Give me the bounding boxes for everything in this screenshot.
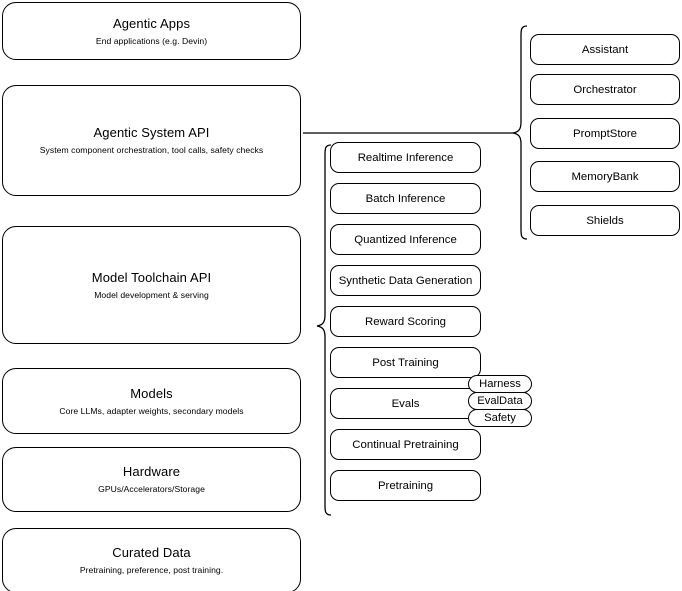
layer-title: Model Toolchain API xyxy=(91,269,212,285)
evals-subitem-label: EvalData xyxy=(477,394,523,407)
layer-title: Models xyxy=(130,385,173,401)
layer-subtitle: End applications (e.g. Devin) xyxy=(95,35,208,46)
capability-post-training[interactable]: Post Training xyxy=(330,347,481,378)
toolchain-brace xyxy=(316,144,332,516)
layer-subtitle: Core LLMs, adapter weights, secondary mo… xyxy=(59,405,244,416)
capability-label: Pretraining xyxy=(377,479,434,492)
evals-subitem-harness[interactable]: Harness xyxy=(468,375,532,393)
capability-label: Synthetic Data Generation xyxy=(338,274,473,287)
component-label: MemoryBank xyxy=(571,170,639,183)
capability-continual-pretraining[interactable]: Continual Pretraining xyxy=(330,429,481,460)
capability-label: Continual Pretraining xyxy=(352,438,459,451)
layer-agentic-apps[interactable]: Agentic Apps End applications (e.g. Devi… xyxy=(2,2,301,60)
layer-subtitle: Pretraining, preference, post training. xyxy=(79,565,224,575)
component-label: PromptStore xyxy=(573,127,637,140)
evals-subitem-label: Harness xyxy=(479,377,521,390)
layer-title: Curated Data xyxy=(112,545,191,560)
component-promptstore[interactable]: PromptStore xyxy=(530,118,680,149)
capability-synthetic-data-generation[interactable]: Synthetic Data Generation xyxy=(330,265,481,296)
capability-evals[interactable]: Evals xyxy=(330,388,481,419)
capability-batch-inference[interactable]: Batch Inference xyxy=(330,183,481,214)
component-memorybank[interactable]: MemoryBank xyxy=(530,161,680,192)
agentic-system-brace xyxy=(512,25,528,240)
capability-realtime-inference[interactable]: Realtime Inference xyxy=(330,142,481,173)
capability-label: Reward Scoring xyxy=(364,315,447,328)
layer-subtitle: System component orchestration, tool cal… xyxy=(39,145,264,155)
capability-reward-scoring[interactable]: Reward Scoring xyxy=(330,306,481,337)
capability-label: Evals xyxy=(391,397,420,410)
evals-subitem-evaldata[interactable]: EvalData xyxy=(468,392,532,410)
layer-model-toolchain-api[interactable]: Model Toolchain API Model development & … xyxy=(2,226,301,344)
layer-curated-data[interactable]: Curated Data Pretraining, preference, po… xyxy=(2,528,301,591)
layer-subtitle: GPUs/Accelerators/Storage xyxy=(98,484,205,494)
evals-subitem-safety[interactable]: Safety xyxy=(468,409,532,427)
evals-subitem-label: Safety xyxy=(484,411,516,424)
layer-title: Agentic System API xyxy=(93,125,210,140)
capability-label: Batch Inference xyxy=(365,192,446,205)
layer-title: Agentic Apps xyxy=(112,15,191,31)
layer-title: Hardware xyxy=(122,464,181,479)
component-label: Shields xyxy=(586,214,624,227)
layer-models[interactable]: Models Core LLMs, adapter weights, secon… xyxy=(2,368,301,434)
capability-quantized-inference[interactable]: Quantized Inference xyxy=(330,224,481,255)
component-label: Assistant xyxy=(581,43,629,56)
layer-hardware[interactable]: Hardware GPUs/Accelerators/Storage xyxy=(2,447,301,512)
capability-pretraining[interactable]: Pretraining xyxy=(330,470,481,501)
component-label: Orchestrator xyxy=(573,83,637,96)
component-shields[interactable]: Shields xyxy=(530,205,680,236)
capability-label: Post Training xyxy=(372,356,439,369)
layer-agentic-system-api[interactable]: Agentic System API System component orch… xyxy=(2,85,301,196)
capability-label: Quantized Inference xyxy=(354,233,457,246)
capability-label: Realtime Inference xyxy=(357,151,454,164)
layer-subtitle: Model development & serving xyxy=(94,289,209,300)
component-orchestrator[interactable]: Orchestrator xyxy=(530,74,680,105)
component-assistant[interactable]: Assistant xyxy=(530,34,680,65)
